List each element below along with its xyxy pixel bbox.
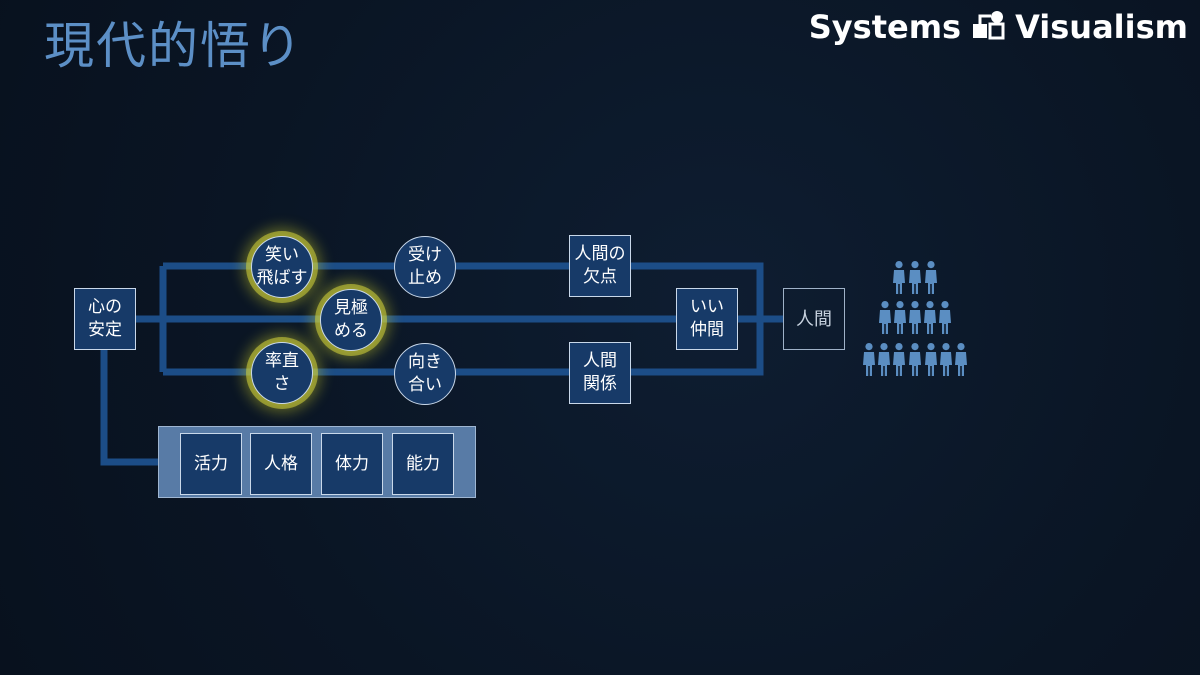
person-icon — [909, 261, 921, 294]
people-crowd-icon — [863, 261, 967, 376]
person-icon — [879, 301, 891, 334]
tray-item-vitality: 活力 — [180, 433, 242, 495]
person-icon — [939, 301, 951, 334]
node-accept: 受け 止め — [394, 236, 456, 298]
foundation-tray: 活力 人格 体力 能力 — [158, 426, 476, 498]
node-human-flaws: 人間の 欠点 — [569, 235, 631, 297]
tray-item-ability: 能力 — [392, 433, 454, 495]
person-icon — [893, 261, 905, 294]
person-icon — [955, 343, 967, 376]
person-icon — [925, 343, 937, 376]
node-good-friends: いい 仲間 — [676, 288, 738, 350]
node-honesty: 率直 さ — [251, 342, 313, 404]
person-icon — [894, 301, 906, 334]
person-icon — [909, 343, 921, 376]
node-heart-stability: 心の 安定 — [74, 288, 136, 350]
person-icon — [925, 261, 937, 294]
node-human: 人間 — [783, 288, 845, 350]
node-laugh-off: 笑い 飛ばす — [251, 236, 313, 298]
node-relationships: 人間 関係 — [569, 342, 631, 404]
page-title: 現代的悟り — [44, 17, 304, 75]
brand-name-right: Visualism — [1015, 8, 1188, 46]
brand-logo: Systems Visualism — [809, 8, 1188, 46]
tray-item-character: 人格 — [250, 433, 312, 495]
systems-visualism-logo-icon — [973, 11, 1005, 40]
node-face: 向き 合い — [394, 343, 456, 405]
node-discern: 見極 める — [320, 289, 382, 351]
person-icon — [863, 343, 875, 376]
tray-item-physical: 体力 — [321, 433, 383, 495]
person-icon — [878, 343, 890, 376]
person-icon — [893, 343, 905, 376]
person-icon — [940, 343, 952, 376]
brand-name-left: Systems — [808, 8, 962, 46]
person-icon — [909, 301, 921, 334]
person-icon — [924, 301, 936, 334]
